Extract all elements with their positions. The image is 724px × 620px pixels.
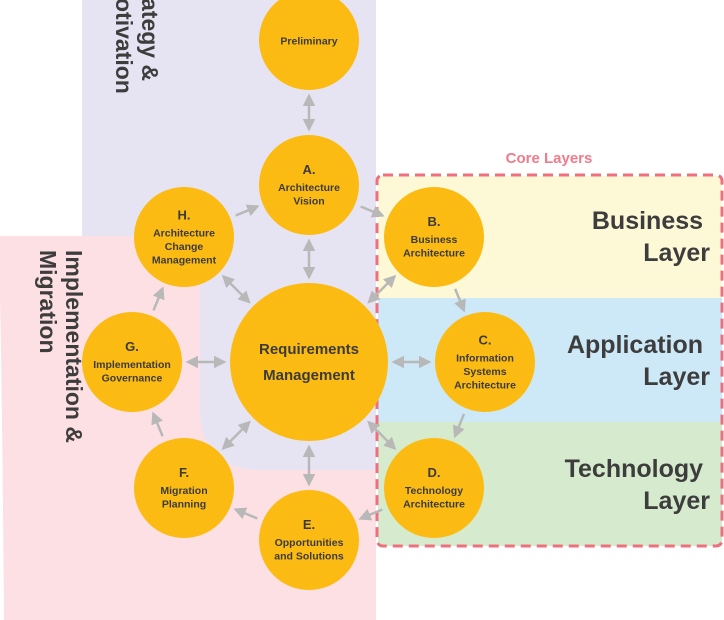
phase-e-circle (259, 490, 359, 590)
phase-d-letter: D. (428, 465, 441, 480)
phase-h-line-3: Management (152, 254, 217, 266)
business-layer-label: Business Layer (592, 207, 710, 267)
phase-d-circle (384, 438, 484, 538)
arrow-requirements-h (221, 274, 251, 304)
application-layer-line-1: Application (567, 331, 703, 359)
phase-c-line-2: Systems (463, 366, 506, 378)
strategy-band-line-2: otivation (111, 0, 137, 94)
core-layers-title: Core Layers (506, 150, 593, 167)
phase-requirements-line-1: Requirements (259, 341, 359, 358)
phase-h-line-1: Architecture (153, 227, 215, 239)
phase-b-line-1: Business (411, 234, 458, 246)
technology-layer-label: Technology Layer (565, 455, 711, 515)
phase-b-line-2: Architecture (403, 248, 465, 260)
phase-h-letter: H. (178, 207, 191, 222)
phase-g-circle (82, 312, 182, 412)
strategy-band-label: ategy & otivation (111, 0, 163, 94)
phase-d-line-2: Architecture (403, 499, 465, 511)
implementation-band-line-2: Migration (35, 250, 61, 354)
phase-b-letter: B. (428, 214, 441, 229)
phase-g-line-1: Implementation (93, 359, 171, 371)
arrow-e-to-f (233, 507, 258, 520)
phase-b-circle (384, 187, 484, 287)
phases: PreliminaryA.ArchitectureVisionB.Busines… (82, 0, 535, 590)
phase-e-line-1: Opportunities (275, 537, 344, 549)
phase-c-letter: C. (479, 332, 492, 347)
strategy-band-line-1: ategy & (137, 0, 163, 81)
arrow-c-to-d (452, 413, 466, 439)
implementation-band-line-1: Implementation & (61, 250, 87, 443)
phase-c-line-3: Architecture (454, 379, 516, 391)
technology-layer-line-2: Layer (643, 487, 710, 515)
phase-f-circle (134, 438, 234, 538)
implementation-band-label: Implementation & Migration (35, 250, 87, 449)
arrow-requirements-f (221, 420, 251, 451)
phase-e[interactable]: E. Opportunities and Solutions (259, 490, 359, 590)
phase-d-line-1: Technology (405, 485, 463, 497)
phase-a-line-2: Vision (293, 196, 324, 208)
phase-h-circle (134, 187, 234, 287)
phase-a-circle (259, 135, 359, 235)
arrow-requirements-b (367, 274, 397, 304)
arrows (151, 93, 466, 521)
phase-preliminary[interactable]: Preliminary (259, 0, 359, 90)
technology-layer-line-1: Technology (565, 455, 704, 483)
arrow-g-to-h (152, 286, 165, 311)
application-layer-label: Application Layer (567, 331, 710, 391)
arrow-a-to-b (360, 205, 385, 218)
phase-preliminary-circle (259, 0, 359, 90)
arrow-b-to-c (453, 288, 466, 313)
phase-f-line-2: Planning (162, 499, 206, 511)
application-layer-bg (378, 298, 722, 422)
phase-e-letter: E. (303, 517, 315, 532)
phase-e-line-2: and Solutions (274, 551, 344, 563)
phase-preliminary-line-1: Preliminary (280, 35, 337, 47)
phase-a-letter: A. (303, 162, 316, 177)
application-layer-line-2: Layer (643, 363, 710, 391)
arrow-h-to-a (235, 204, 260, 217)
arrow-requirements-d (367, 420, 397, 451)
business-layer-line-1: Business (592, 207, 703, 235)
phase-c-line-1: Information (456, 352, 514, 364)
arrow-f-to-g (151, 411, 164, 437)
phase-f-letter: F. (179, 465, 189, 480)
phase-a-line-1: Architecture (278, 182, 340, 194)
phase-g-line-2: Governance (102, 373, 163, 385)
phase-g-letter: G. (125, 339, 139, 354)
phase-requirements-line-2: Management (263, 367, 355, 384)
business-layer-line-2: Layer (643, 239, 710, 267)
phase-c-circle (435, 312, 535, 412)
phase-h-line-2: Change (165, 241, 204, 253)
arrow-d-to-e (358, 508, 383, 521)
phase-requirements-circle (230, 283, 388, 441)
phase-f-line-1: Migration (160, 485, 207, 497)
